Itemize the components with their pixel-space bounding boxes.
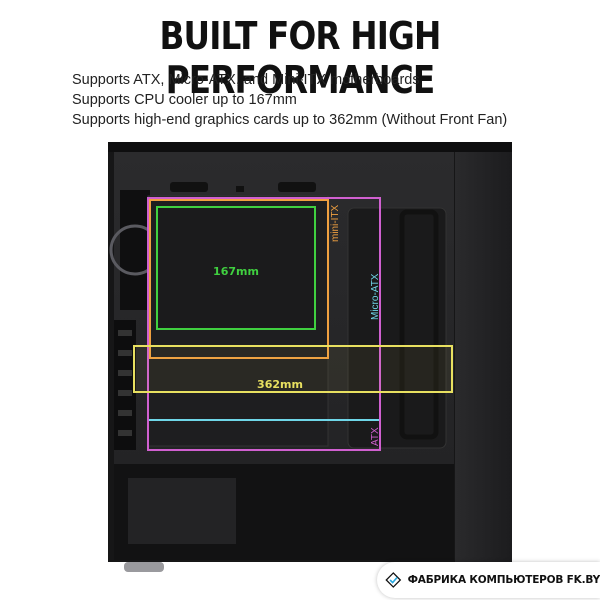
gpu-outline [133,345,453,393]
atx-label: ATX [370,427,381,446]
headline: BUILT FOR HIGH PERFORMANCE [159,14,441,102]
pcie-slots [114,320,136,450]
spec-item-motherboards: Supports ATX, Micro-ATX, and Mini-ITX mo… [72,72,420,88]
spec-item-graphics-card: Supports high-end graphics cards up to 3… [72,112,508,128]
rear-fan-icon [109,190,161,310]
atx-outline [147,197,381,451]
mini-itx-outline [149,199,329,359]
cable-panel [347,207,447,449]
cpu-cooler-outline [156,206,316,330]
psu-window [128,478,236,544]
watermark: ФАБРИКА КОМПЬЮТЕРОВ FK.BY [377,562,600,598]
spec-list: Supports ATX, Micro-ATX, and Mini-ITX mo… [72,70,507,130]
gpu-length-label: 362mm [257,378,303,391]
front-panel [455,142,512,562]
micro-atx-label: Micro-ATX [370,273,381,320]
watermark-text: ФАБРИКА КОМПЬЮТЕРОВ FK.BY [407,574,600,586]
cooler-height-label: 167mm [213,265,259,278]
case-foot [124,562,164,572]
mini-itx-label: mini-ITX [330,204,341,242]
spec-item-cpu-cooler: Supports CPU cooler up to 167mm [72,92,297,108]
diamond-check-logo-icon [385,572,402,588]
